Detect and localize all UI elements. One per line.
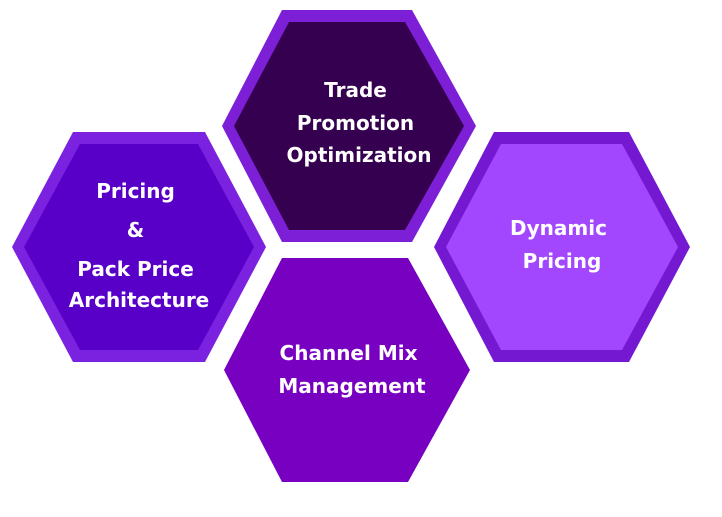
hexagon-dynamic-fill: [446, 144, 678, 350]
hexagon-dynamic-label: Dynamic Pricing: [510, 216, 614, 273]
hexagon-channel-label: Channel Mix Management: [278, 341, 426, 398]
hexagon-trade-promotion: Trade Promotion Optimization: [222, 10, 476, 242]
hexagon-trade-fill: [234, 22, 464, 230]
hexagon-channel-mix: Channel Mix Management: [216, 250, 478, 490]
hexagon-pricing-fill: [24, 144, 254, 350]
hexagon-pricing-label: Pricing & Pack Price Architecture: [69, 179, 210, 312]
hexagon-pricing-pack-price: Pricing & Pack Price Architecture: [12, 132, 266, 362]
hexagon-dynamic-pricing: Dynamic Pricing: [434, 132, 690, 362]
hexagon-channel-fill: [224, 258, 470, 482]
hexagon-trade-label: Trade Promotion Optimization: [287, 78, 432, 167]
